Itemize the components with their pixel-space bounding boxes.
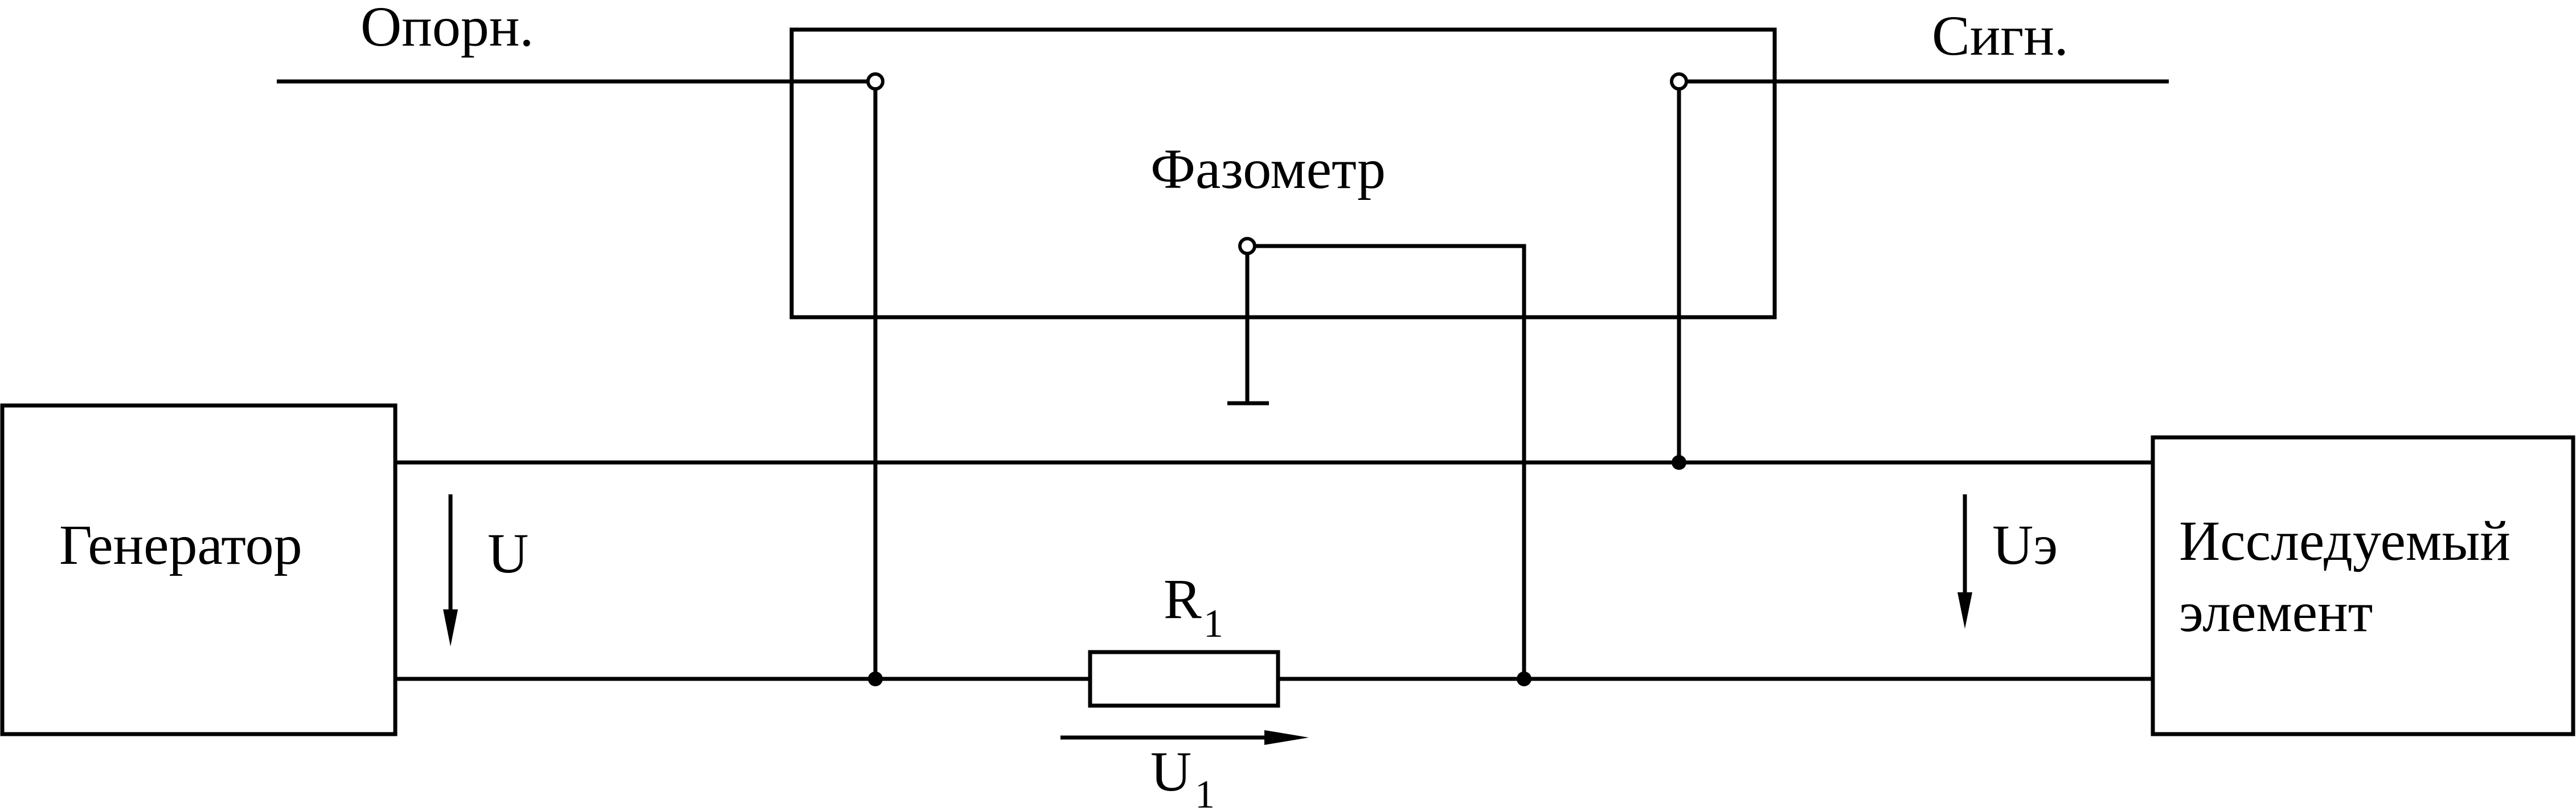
common-wire <box>1247 244 1526 679</box>
phasemeter-label: Фазометр <box>1150 137 1386 200</box>
generator-box <box>0 403 398 736</box>
voltage-ue-arrow-head <box>1957 592 1972 629</box>
resistor-r1 <box>1088 650 1280 708</box>
voltage-u-label: U <box>488 522 529 585</box>
element-label-line2: элемент <box>2179 580 2373 644</box>
reference-terminal <box>866 72 884 91</box>
junction-reference <box>868 671 883 686</box>
voltage-u1-arrow-head <box>1264 730 1309 745</box>
resistor-label-subscript: 1 <box>1203 602 1223 646</box>
signal-terminal <box>1670 72 1688 91</box>
generator-label: Генератор <box>59 513 302 576</box>
voltage-u1-label-subscript: 1 <box>1195 773 1215 811</box>
common-terminal <box>1238 237 1256 255</box>
voltage-u-arrow-head <box>443 609 458 646</box>
resistor-label: R <box>1164 567 1202 630</box>
phasemeter-box <box>789 27 1777 320</box>
reference-input-label: Опорн. <box>361 0 534 58</box>
element-label-line1: Исследуемый <box>2179 509 2511 572</box>
voltage-u1-label: U <box>1150 740 1191 803</box>
signal-input-label: Сигн. <box>1932 4 2069 67</box>
voltage-ue-label: Uэ <box>1992 513 2058 576</box>
junction-signal <box>1672 455 1686 470</box>
element-box <box>2151 435 2575 736</box>
junction-common <box>1517 671 1531 686</box>
